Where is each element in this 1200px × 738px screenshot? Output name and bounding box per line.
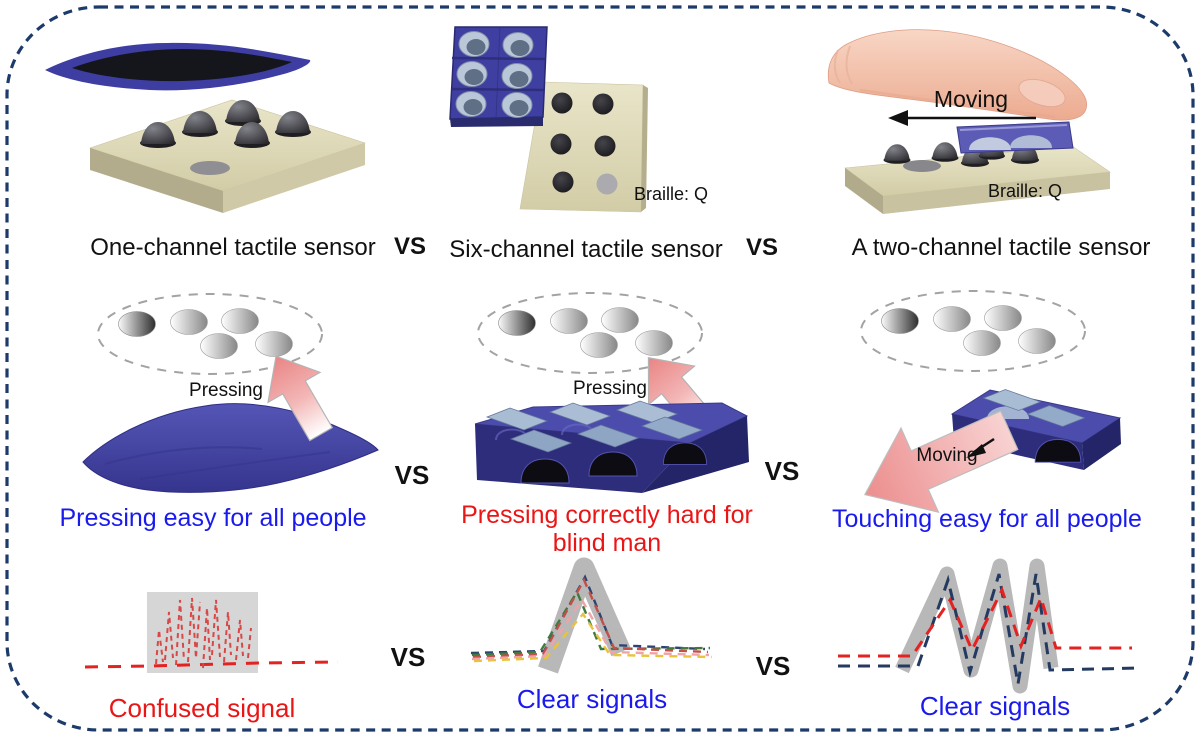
caption-pressing-hard-line1: Pressing correctly hard for (461, 501, 753, 529)
touching-two-channel-illustration (845, 290, 1122, 538)
confused-signal-plot (84, 592, 339, 673)
caption-clear-signals-2: Clear signals (919, 691, 1071, 721)
moving-label-top: Moving (933, 86, 1009, 112)
caption-six-channel: Six-channel tactile sensor (449, 236, 723, 263)
braille-q-label-six: Braille: Q (634, 184, 709, 204)
vs-top-2: VS (745, 234, 778, 261)
sensor-strip (956, 121, 1074, 154)
sensor-array-tray (449, 26, 548, 127)
vs-bottom-2: VS (755, 651, 791, 681)
moving-label-mid: Moving (916, 445, 978, 466)
braille-plate-small (844, 140, 1111, 214)
figure-border (5, 5, 1195, 732)
vs-bottom-1: VS (390, 642, 426, 672)
caption-one-channel: One-channel tactile sensor (90, 234, 376, 261)
signal-band (895, 558, 1059, 694)
clear-signal-single-peak-plot (470, 557, 713, 674)
pressing-label-2: Pressing (573, 378, 647, 399)
signal-band (538, 557, 631, 674)
finger-illustration (827, 29, 1088, 121)
clear-signal-three-peaks-plot (838, 558, 1141, 694)
caption-two-channel: A two-channel tactile sensor (851, 234, 1151, 261)
pressing-one-channel-illustration (82, 293, 379, 493)
pressing-six-channel-illustration (474, 292, 749, 493)
vs-top-1: VS (393, 233, 426, 260)
flat-dot (190, 161, 230, 175)
signal-lines (838, 573, 1141, 685)
vs-mid-1: VS (394, 460, 430, 490)
one-channel-sensor-illustration (45, 42, 366, 213)
elastic-film-sheet (82, 403, 379, 493)
caption-touching-easy: Touching easy for all people (832, 505, 1142, 533)
signal-lines (470, 574, 713, 663)
sensor-wells (455, 31, 534, 118)
noisy-spikes (155, 597, 252, 669)
flat-dot (903, 160, 941, 172)
perceived-dots-3 (860, 290, 1086, 372)
vs-mid-2: VS (764, 456, 800, 486)
pressing-label-1: Pressing (189, 380, 263, 401)
braille-q-label-two: Braille: Q (988, 181, 1063, 201)
two-channel-sensor-illustration (827, 29, 1111, 214)
flat-dot (596, 173, 618, 195)
six-channel-sensor-illustration (449, 26, 648, 213)
fingernail (1018, 78, 1066, 108)
moving-arrow-small (966, 437, 995, 458)
caption-pressing-hard-line2: blind man (552, 529, 662, 557)
six-channel-press-device (474, 400, 749, 493)
caption-pressing-hard: Pressing correctly hard for blind man (437, 501, 777, 557)
caption-confused-signal: Confused signal (108, 693, 296, 723)
caption-clear-signals-1: Clear signals (516, 684, 668, 714)
braille-plate-q (519, 81, 648, 213)
caption-pressing-easy: Pressing easy for all people (59, 504, 367, 532)
braille-dome-plate (89, 99, 366, 213)
moving-arrow-top (888, 110, 1036, 126)
